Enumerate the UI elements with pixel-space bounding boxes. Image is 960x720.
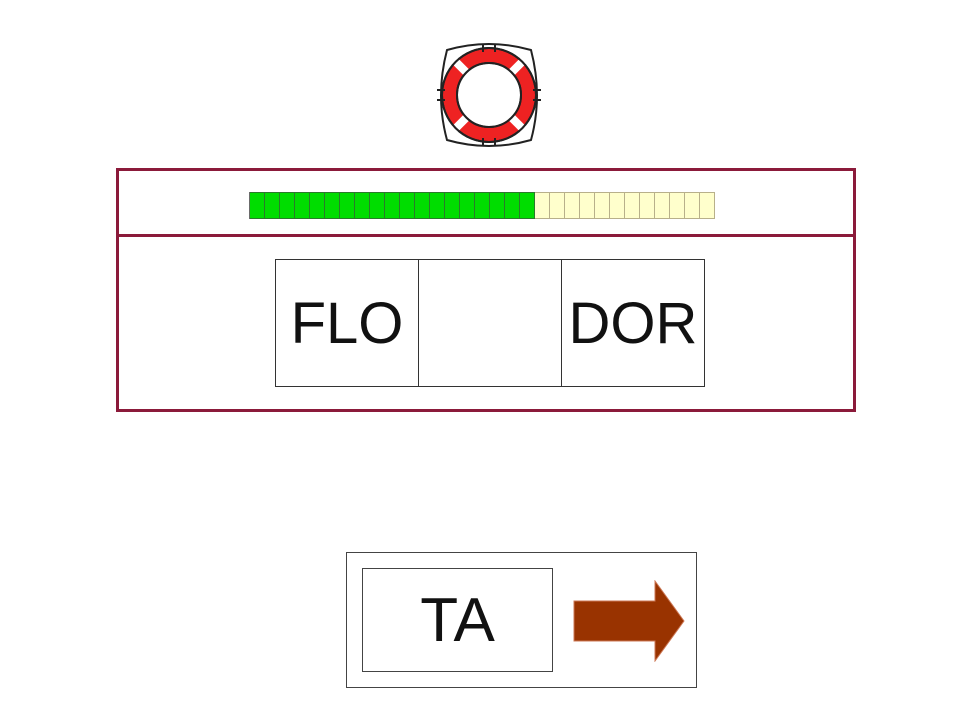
progress-segment-empty [625,192,640,219]
progress-segment-empty [640,192,655,219]
progress-segment-filled [355,192,370,219]
progress-segment-filled [250,192,265,219]
progress-segment-filled [430,192,445,219]
progress-segment-filled [460,192,475,219]
syllable-box-1: FLO [275,259,419,387]
progress-segment-filled [520,192,535,219]
progress-segment-empty [670,192,685,219]
progress-segment-filled [445,192,460,219]
syllable-blank-slot[interactable] [418,259,562,387]
progress-segment-empty [655,192,670,219]
progress-segment-filled [265,192,280,219]
progress-segment-filled [295,192,310,219]
syllable-box-3: DOR [561,259,705,387]
progress-segment-filled [385,192,400,219]
lifebuoy-icon[interactable] [433,40,545,152]
progress-area [119,171,853,237]
progress-bar [249,192,715,219]
progress-segment-filled [280,192,295,219]
right-arrow-icon[interactable] [573,580,685,662]
progress-segment-filled [325,192,340,219]
progress-segment-empty [700,192,715,219]
progress-segment-filled [340,192,355,219]
progress-segment-filled [400,192,415,219]
progress-segment-empty [550,192,565,219]
progress-segment-filled [370,192,385,219]
progress-segment-empty [535,192,550,219]
syllable-option-button[interactable]: TA [362,568,553,672]
progress-segment-empty [685,192,700,219]
progress-segment-empty [595,192,610,219]
progress-segment-filled [310,192,325,219]
answer-panel: TA [346,552,697,688]
progress-segment-filled [415,192,430,219]
word-row: FLO DOR [275,259,705,387]
progress-segment-empty [565,192,580,219]
progress-segment-filled [505,192,520,219]
progress-segment-filled [490,192,505,219]
progress-segment-empty [610,192,625,219]
progress-segment-empty [580,192,595,219]
word-panel: FLO DOR [116,168,856,412]
progress-segment-filled [475,192,490,219]
